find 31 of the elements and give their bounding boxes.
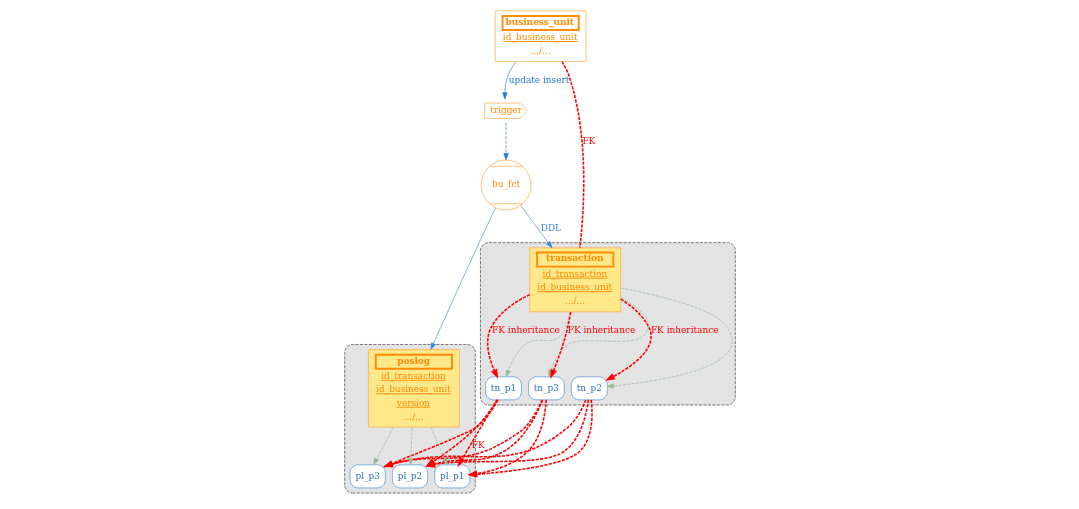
edge-label: FK inheritance: [650, 325, 719, 336]
node-box: tn_p1: [484, 376, 522, 401]
edge-label: FK inheritance: [567, 325, 635, 336]
edge-label: update insert: [508, 74, 569, 85]
arrow: [503, 122, 509, 161]
arrow: [430, 426, 448, 466]
node-box: pl_p2: [391, 464, 428, 489]
arrow: [549, 311, 571, 379]
arrow: [604, 298, 652, 381]
edge-label: FK: [471, 440, 485, 451]
arrow: [407, 426, 413, 466]
arrow: [547, 297, 649, 377]
arrow: [501, 61, 516, 100]
node-box: pl_p3: [349, 464, 386, 489]
node-box: poslog id_transaction id_business_unit version .../...: [367, 349, 460, 428]
node-box: transaction id_transaction id_business_unit .../...: [528, 247, 621, 313]
arrow: [372, 426, 394, 466]
arrow: [519, 205, 552, 249]
edge-label: FK: [582, 135, 595, 146]
node-box: business_unit id_business_unit .../...: [494, 10, 586, 62]
arrow: [430, 207, 496, 350]
node-box: tn_p2: [570, 376, 608, 401]
arrow: [486, 293, 531, 379]
edge-label: DDL: [540, 223, 561, 234]
node-circle: bu_fct: [480, 159, 531, 211]
edge-label: FK inheritance: [491, 325, 560, 336]
node-box: pl_p1: [433, 464, 470, 489]
node-box: tn_p3: [527, 376, 565, 401]
connector: [560, 60, 585, 249]
arrow: [606, 287, 732, 389]
arrow: [505, 311, 570, 378]
